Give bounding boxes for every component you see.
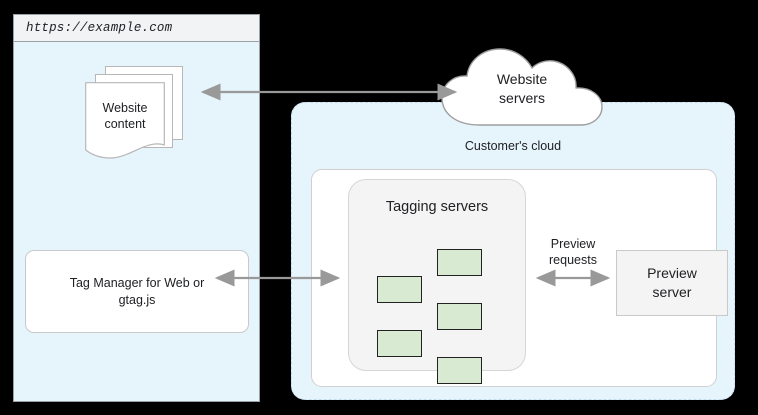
browser-url-bar[interactable]: https://example.com <box>14 15 259 42</box>
website-servers-label: Website servers <box>436 70 608 108</box>
website-content-label: Website content <box>85 100 165 132</box>
website-content-line2: content <box>104 117 146 131</box>
website-servers-line2: servers <box>499 90 545 106</box>
server-chip <box>377 330 422 357</box>
tagging-servers-title: Tagging servers <box>385 199 489 215</box>
customers-cloud-label: Customer's cloud <box>464 139 562 153</box>
browser-url-text[interactable]: https://example.com <box>26 21 173 35</box>
tagmanager-to-tagging-arrow <box>214 269 341 287</box>
preview-server-line1: Preview <box>647 265 697 281</box>
preview-server-box: Preview server <box>616 250 728 316</box>
server-chip <box>377 276 422 303</box>
server-chip <box>437 249 482 276</box>
preview-server-line2: server <box>652 284 692 300</box>
document-sheet-front <box>85 82 165 160</box>
preview-requests-label: Preview requests <box>531 236 615 268</box>
tag-manager-label: Tag Manager for Web or gtag.js <box>56 275 219 309</box>
website-content-line1: Website <box>102 101 148 115</box>
website-content-document-stack: Website content <box>85 66 189 162</box>
content-to-servers-arrow <box>200 83 458 101</box>
preview-requests-arrow <box>535 269 611 287</box>
preview-requests-line2: requests <box>549 253 597 267</box>
website-servers-line1: Website <box>496 71 548 87</box>
preview-requests-line1: Preview <box>550 237 596 251</box>
tag-manager-box: Tag Manager for Web or gtag.js <box>25 250 249 333</box>
tagging-servers-panel: Tagging servers <box>348 179 526 384</box>
tag-manager-line1: Tag Manager for Web or <box>69 275 205 290</box>
preview-server-label: Preview server <box>647 264 697 302</box>
browser-window: https://example.com <box>13 14 260 402</box>
server-chip <box>437 303 482 330</box>
tag-manager-line2: gtag.js <box>118 292 156 307</box>
server-chip <box>437 357 482 384</box>
